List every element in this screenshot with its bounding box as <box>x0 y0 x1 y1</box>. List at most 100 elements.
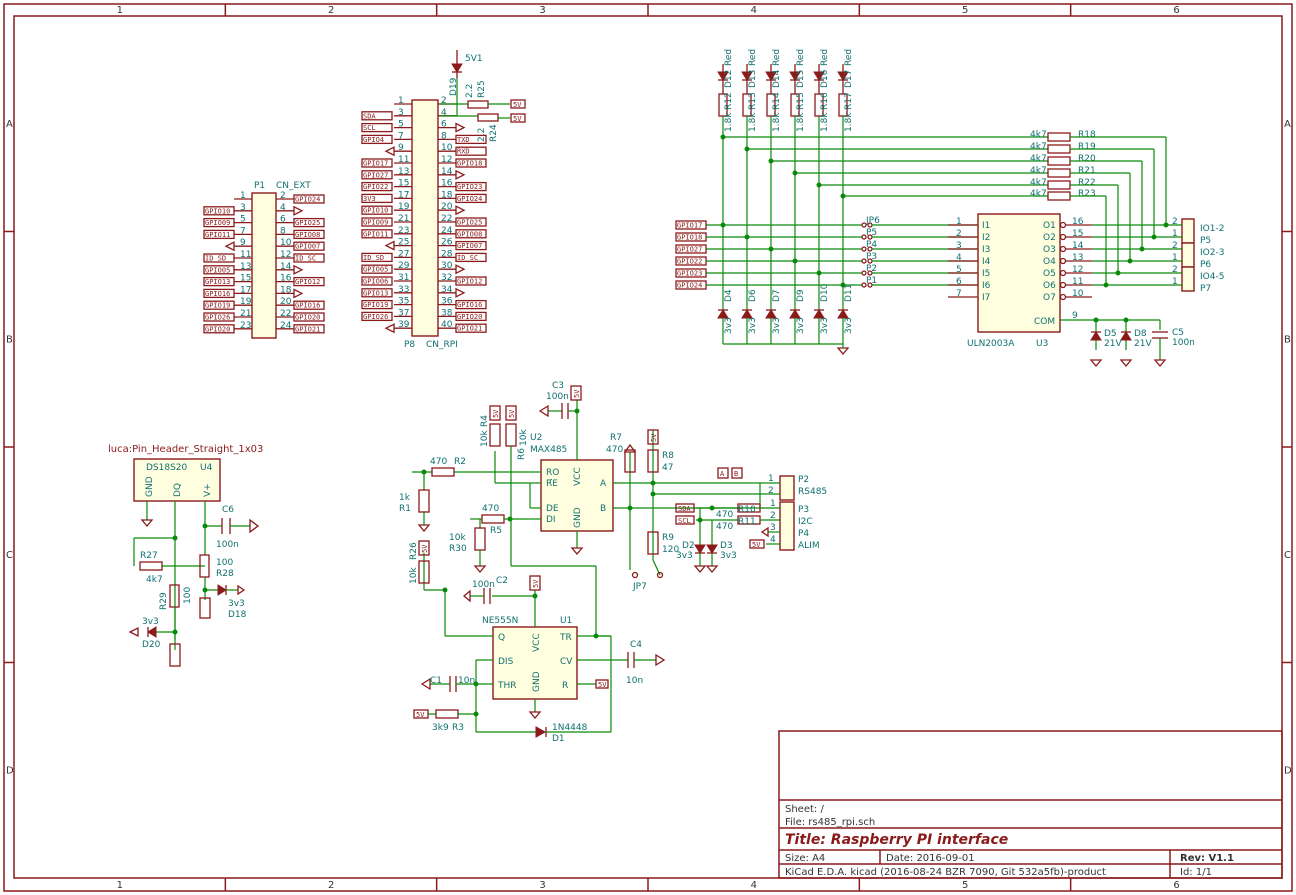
svg-text:4: 4 <box>770 535 776 545</box>
svg-text:1.8k: 1.8k <box>772 112 782 132</box>
svg-text:28: 28 <box>441 249 453 259</box>
r1-value: 1k <box>399 493 411 503</box>
u4-pin-gnd: GND <box>145 476 155 497</box>
svg-text:16: 16 <box>1072 217 1084 227</box>
svg-text:3v3: 3v3 <box>796 317 806 334</box>
r6-ref: R6 <box>517 448 527 460</box>
u1-cv: CV <box>560 657 573 667</box>
svg-text:1.8k: 1.8k <box>844 112 854 132</box>
c1-value: 10n <box>458 676 475 686</box>
gpio-tag: GPIO27 <box>363 171 388 179</box>
p3-ref: P3 <box>798 505 809 515</box>
sda-tag-2: SDA <box>678 505 691 513</box>
r3-value: 3k9 <box>432 723 449 733</box>
svg-text:2: 2 <box>956 229 962 239</box>
gpio-tag: GPIO18 <box>677 234 702 242</box>
svg-text:5: 5 <box>398 120 404 130</box>
svg-text:38: 38 <box>441 308 453 318</box>
u4-ref: U4 <box>200 463 213 473</box>
gpio-tag: GPIO21 <box>295 325 320 333</box>
svg-text:20: 20 <box>280 297 292 307</box>
svg-text:12: 12 <box>280 250 291 260</box>
gpio-tag: GPIO20 <box>457 313 482 321</box>
d5-value: 21V <box>1104 339 1122 349</box>
5v-tag-b: 5V <box>513 115 522 123</box>
connector-p1: P1 CN_EXT <box>251 181 311 339</box>
gpio-tag: GPIO23 <box>677 270 702 278</box>
svg-text:R14: R14 <box>772 92 782 110</box>
p2-ref: P2 <box>798 475 809 485</box>
svg-text:32: 32 <box>441 273 452 283</box>
gpio-tag: GPIO4 <box>363 136 384 144</box>
col-label-top: 5 <box>962 5 968 16</box>
svg-text:R19: R19 <box>1078 142 1096 152</box>
r5-ref: R5 <box>490 526 502 536</box>
svg-text:24: 24 <box>280 321 292 331</box>
r30-value: 10k <box>449 533 466 543</box>
svg-text:6: 6 <box>441 120 447 130</box>
svg-text:I1: I1 <box>982 221 990 231</box>
p2-value: RS485 <box>798 487 827 497</box>
svg-text:Red: Red <box>772 49 782 66</box>
svg-text:1: 1 <box>1172 253 1178 263</box>
svg-text:4: 4 <box>441 108 447 118</box>
svg-text:34: 34 <box>441 285 453 295</box>
p1-value: CN_EXT <box>276 181 311 191</box>
d18-ref: D18 <box>228 610 247 620</box>
u1-value: NE555N <box>482 616 518 626</box>
c1-ref: C1 <box>430 676 442 686</box>
u1-dis: DIS <box>498 657 514 667</box>
d8-ref: D8 <box>1134 329 1147 339</box>
svg-text:23: 23 <box>398 226 409 236</box>
svg-text:4k7: 4k7 <box>1030 189 1047 199</box>
svg-text:O4: O4 <box>1043 257 1056 267</box>
svg-text:4: 4 <box>956 253 962 263</box>
r4-5v: 5V <box>492 409 500 418</box>
u4-pin-dq: DQ <box>173 483 183 497</box>
svg-text:2: 2 <box>770 511 776 521</box>
gpio-tag: TXD <box>457 136 470 144</box>
gpio-tag: GPIO11 <box>363 230 388 238</box>
svg-text:17: 17 <box>240 285 251 295</box>
io-connector-label: IO4-5 <box>1200 272 1224 282</box>
svg-text:Red: Red <box>820 49 830 66</box>
d19-ref: D19 <box>449 77 459 96</box>
svg-text:3v3: 3v3 <box>724 317 734 334</box>
d1-value: 1N4448 <box>552 723 588 733</box>
gpio-tag: GPIO26 <box>363 313 388 321</box>
svg-text:Red: Red <box>796 49 806 66</box>
u1-r: R <box>562 681 568 691</box>
gpio-tag: GPIO06 <box>363 278 388 286</box>
title-block: Sheet: / File: rs485_rpi.sch Title: Rasp… <box>778 730 1283 879</box>
gpio-tag: GPIO13 <box>363 289 388 297</box>
jp7-ref: JP7 <box>632 582 647 592</box>
d20-power: 3v3 <box>142 617 159 627</box>
r11-ref: R11 <box>738 517 756 527</box>
col-label-top: 6 <box>1173 5 1179 16</box>
io-connector-label: IO2-3 <box>1200 248 1224 258</box>
ic-u1: Q DIS THR TR CV R VCC GND NE555N U1 5V 5… <box>409 540 666 744</box>
svg-text:3v3: 3v3 <box>748 317 758 334</box>
svg-text:11: 11 <box>240 250 251 260</box>
svg-text:P2: P2 <box>866 264 877 274</box>
row-label-right: C <box>1284 550 1291 561</box>
u2-ro: RO <box>546 468 559 478</box>
svg-text:R15: R15 <box>796 92 806 110</box>
gpio-tag: GPIO16 <box>457 301 482 309</box>
svg-text:6: 6 <box>280 215 286 225</box>
gpio-tag: GPIO25 <box>457 219 482 227</box>
svg-text:37: 37 <box>398 308 409 318</box>
rev-label: Rev: V1.1 <box>1180 853 1234 864</box>
svg-text:2: 2 <box>280 191 286 201</box>
svg-text:1: 1 <box>1172 277 1178 287</box>
svg-text:1.8k: 1.8k <box>748 112 758 132</box>
col-label-top: 4 <box>751 5 757 16</box>
gpio-tag: GPIO27 <box>677 246 702 254</box>
r3-ref: R3 <box>452 723 464 733</box>
svg-text:2: 2 <box>768 486 774 496</box>
gpio-tag: GPIO10 <box>205 207 230 215</box>
svg-text:4k7: 4k7 <box>1030 154 1047 164</box>
svg-text:31: 31 <box>398 273 409 283</box>
svg-text:2: 2 <box>1172 241 1178 251</box>
